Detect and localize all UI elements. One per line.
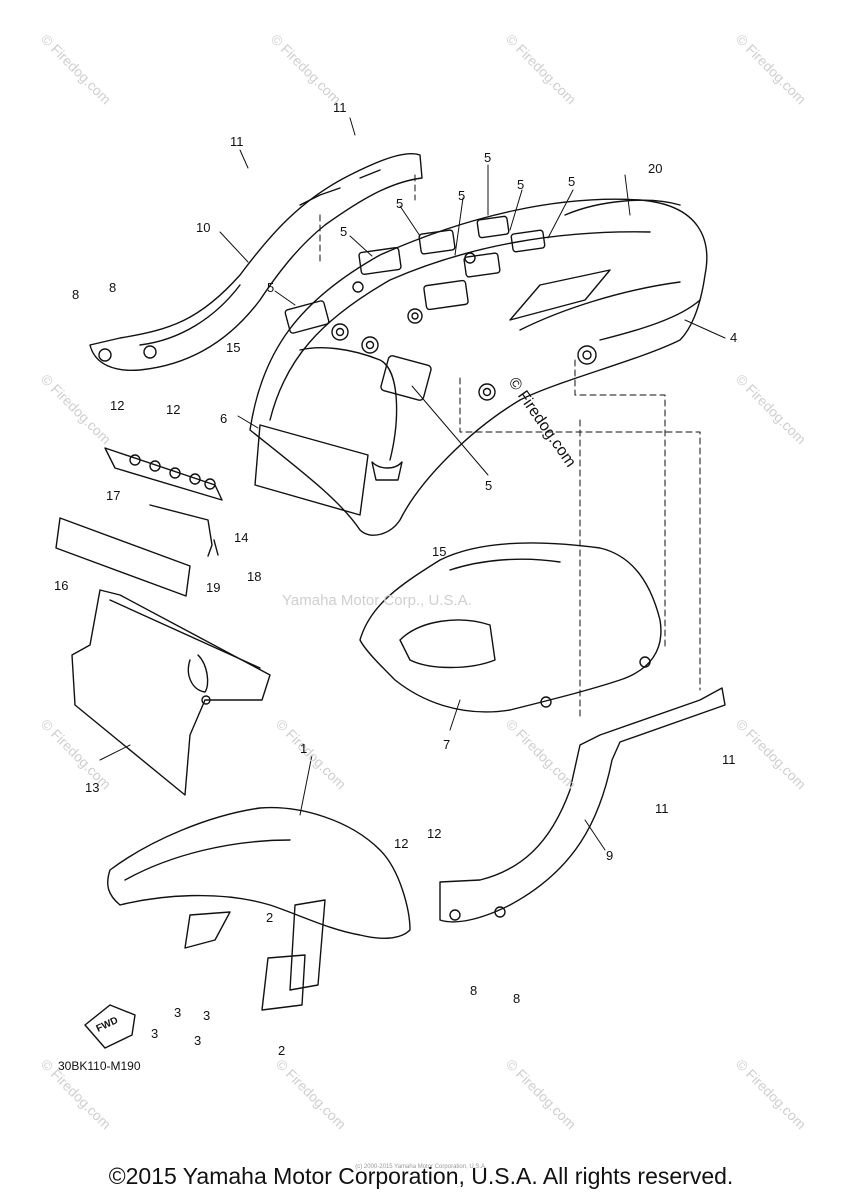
leader-lines (99, 117, 726, 851)
callout-8: 8 (513, 991, 520, 1006)
frame-parts-9-10 (89, 153, 726, 923)
callout-12: 12 (394, 836, 408, 851)
callout-5: 5 (267, 280, 274, 295)
callout-15: 15 (226, 340, 240, 355)
callout-11: 11 (722, 752, 736, 767)
watermark: © Firedog.com (38, 371, 114, 447)
callout-12: 12 (427, 826, 441, 841)
callout-2: 2 (278, 1043, 285, 1058)
watermark: © Firedog.com (273, 716, 349, 792)
callout-18: 18 (247, 569, 261, 584)
callout-11: 11 (333, 100, 347, 115)
copyright-footer: ©2015 Yamaha Motor Corporation, U.S.A. A… (108, 1163, 734, 1189)
callout-3: 3 (151, 1026, 158, 1041)
watermark-center: © Firedog.com (505, 375, 579, 471)
callout-20: 20 (648, 161, 662, 176)
callout-5: 5 (458, 188, 465, 203)
watermark: © Firedog.com (503, 716, 579, 792)
callout-5: 5 (517, 177, 524, 192)
watermark: © Firedog.com (38, 31, 114, 107)
callout-8: 8 (72, 287, 79, 302)
callout-13: 13 (85, 780, 99, 795)
callout-14: 14 (234, 530, 248, 545)
callout-5: 5 (484, 150, 491, 165)
tiny-notice: (c) 2000-2015 Yamaha Motor Corporation, … (355, 1164, 487, 1170)
watermark: © Firedog.com (273, 1056, 349, 1132)
callout-11: 11 (655, 801, 669, 816)
callout-5: 5 (568, 174, 575, 189)
callout-8: 8 (109, 280, 116, 295)
callouts: 1 2 2 3 3 3 3 4 5 5 5 5 5 5 5 5 6 7 8 8 … (54, 100, 737, 1073)
diagram-code: 30BK110-M190 (58, 1059, 141, 1073)
callout-8: 8 (470, 983, 477, 998)
watermark: © Firedog.com (268, 31, 344, 107)
callout-5: 5 (340, 224, 347, 239)
callout-5: 5 (485, 478, 492, 493)
watermark-yamaha: Yamaha Motor Corp., U.S.A. (282, 592, 472, 609)
callout-9: 9 (606, 848, 613, 863)
watermarks: © Firedog.com © Firedog.com © Firedog.co… (38, 31, 809, 1132)
callout-3: 3 (194, 1033, 201, 1048)
callout-10: 10 (196, 220, 210, 235)
watermark: © Firedog.com (733, 371, 809, 447)
watermark: © Firedog.com (503, 1056, 579, 1132)
callout-6: 6 (220, 411, 227, 426)
callout-4: 4 (730, 330, 737, 345)
callout-16: 16 (54, 578, 68, 593)
callout-1: 1 (300, 741, 307, 756)
callout-17: 17 (106, 488, 120, 503)
license-bracket-parts (55, 424, 369, 796)
callout-7: 7 (443, 737, 450, 752)
callout-3: 3 (203, 1008, 210, 1023)
callout-5: 5 (396, 196, 403, 211)
fwd-label: FWD (95, 1015, 120, 1035)
front-fender-part-1 (107, 806, 411, 1011)
callout-15: 15 (432, 544, 446, 559)
callout-19: 19 (206, 580, 220, 595)
watermark: © Firedog.com (503, 31, 579, 107)
callout-11: 11 (230, 134, 244, 149)
watermark: © Firedog.com (733, 31, 809, 107)
inner-fender-part-7 (359, 542, 662, 713)
fwd-arrow-icon (84, 1004, 136, 1049)
rear-fender-part-4 (249, 198, 708, 536)
callout-3: 3 (174, 1005, 181, 1020)
callout-2: 2 (266, 910, 273, 925)
callout-12: 12 (166, 402, 180, 417)
watermark: © Firedog.com (733, 716, 809, 792)
callout-12: 12 (110, 398, 124, 413)
watermark: © Firedog.com (733, 1056, 809, 1132)
